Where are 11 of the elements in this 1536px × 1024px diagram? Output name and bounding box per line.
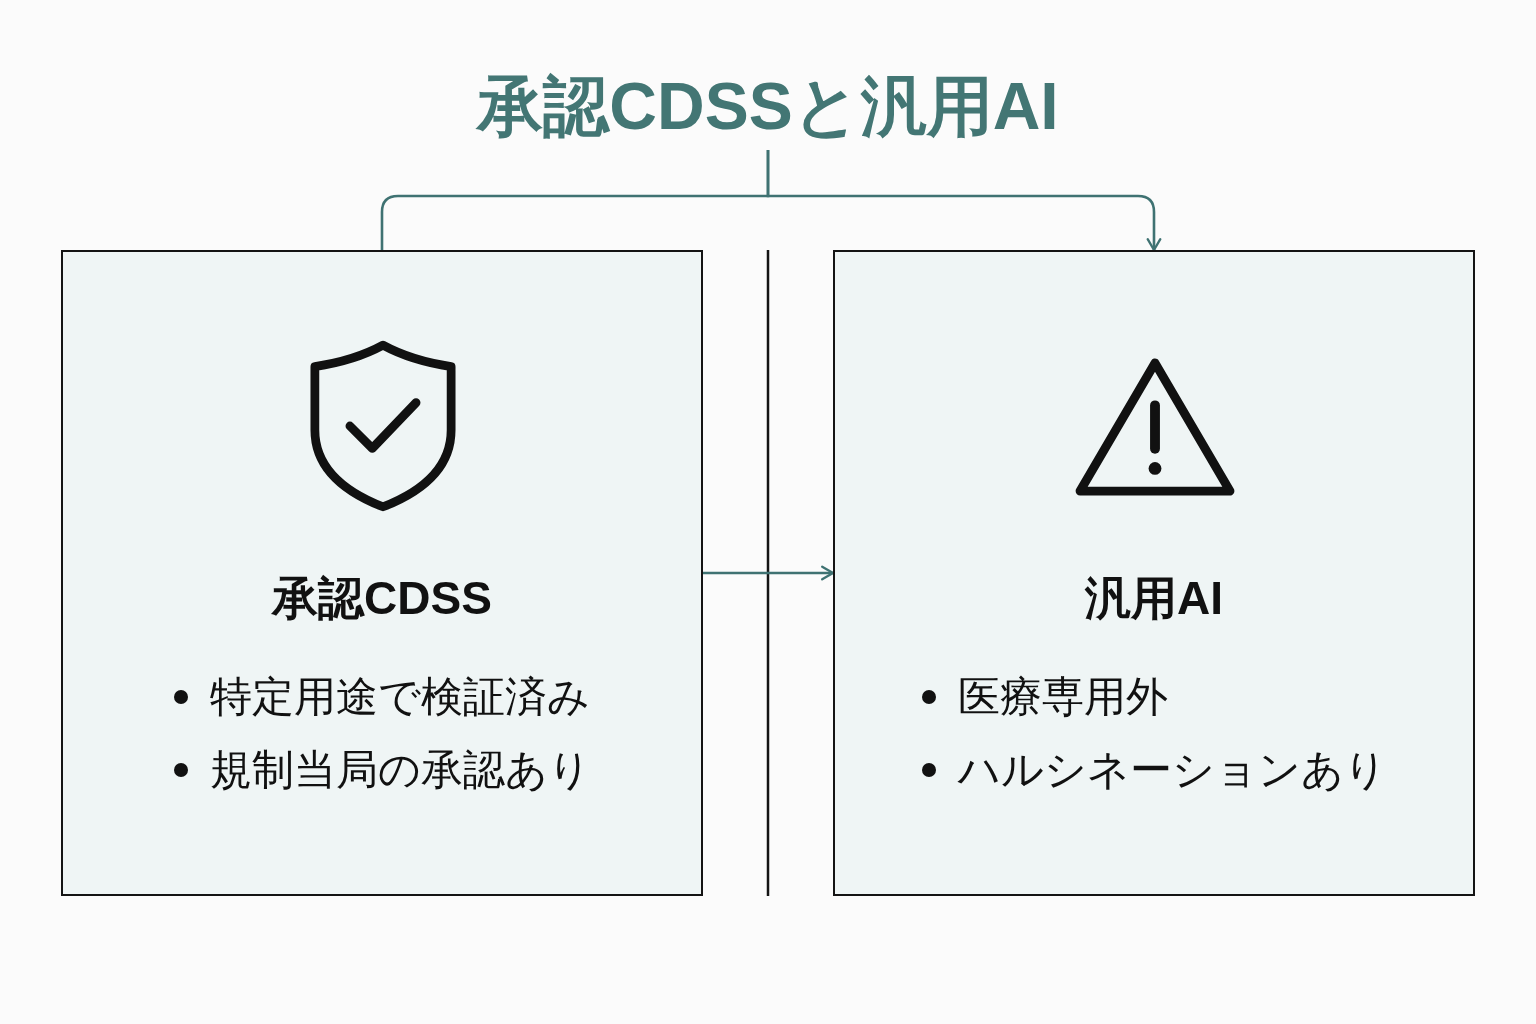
panel-box — [61, 250, 703, 896]
panel-box — [833, 250, 1475, 896]
bullet-text: 医療専用外 — [957, 671, 1168, 722]
bullet-text: ハルシネーションあり — [957, 744, 1387, 795]
title-text: 承認CDSSと汎用AI — [477, 62, 1059, 150]
bullet-text: 規制当局の承認あり — [209, 744, 591, 795]
panel-heading: 承認CDSS — [272, 571, 492, 626]
connector-arrow — [703, 565, 835, 581]
panel-heading: 汎用AI — [1085, 571, 1223, 626]
connector-arrow — [766, 150, 1162, 252]
bullet-text: 特定用途で検証済み — [209, 671, 590, 722]
